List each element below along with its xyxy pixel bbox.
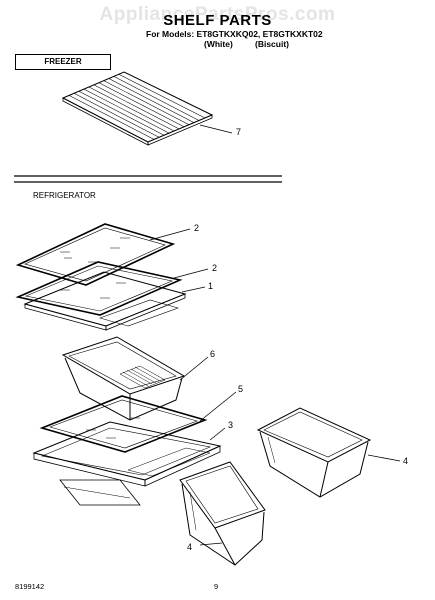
callout-4-right: 4 <box>403 456 409 466</box>
callout-7: 7 <box>236 127 242 137</box>
crisper-drawer-right <box>256 407 372 498</box>
callout-5: 5 <box>238 384 244 394</box>
leader-5 <box>199 391 237 422</box>
model-numbers: For Models: ET8GTKXKQ02, ET8GTKXKT02 <box>146 29 323 39</box>
leader-3 <box>209 427 226 441</box>
leader-2-middle <box>173 268 209 279</box>
glass-shelf-middle <box>15 261 183 316</box>
callout-3: 3 <box>228 420 234 430</box>
callout-6: 6 <box>210 349 216 359</box>
leader-6 <box>179 356 209 381</box>
crisper-drawer-front <box>179 461 266 566</box>
leader-4-right <box>367 454 401 462</box>
callout-2-top: 2 <box>194 223 200 233</box>
freezer-section-box: FREEZER <box>15 54 111 70</box>
callout-2-middle: 2 <box>212 263 218 273</box>
freezer-wire-shelf <box>61 71 214 146</box>
crisper-cover-frame <box>32 421 222 506</box>
leader-1 <box>181 286 206 293</box>
leader-4-front <box>199 542 223 546</box>
refrigerator-section-label: REFRIGERATOR <box>33 191 96 200</box>
variant-biscuit: (Biscuit) <box>255 39 289 49</box>
callout-1: 1 <box>208 281 214 291</box>
shelf-frame <box>23 271 187 331</box>
page-number: 9 <box>214 582 219 591</box>
leader-lines <box>149 124 401 546</box>
section-divider <box>14 175 282 183</box>
callout-4-front: 4 <box>187 542 193 552</box>
leader-2-top <box>149 228 191 241</box>
freezer-section-label: FREEZER <box>44 57 82 66</box>
document-number: 8199142 <box>15 582 45 591</box>
watermark: AppliancePartsPros.com <box>99 4 336 25</box>
meat-pan-drawer <box>61 336 186 421</box>
crisper-cover-glass <box>39 395 208 453</box>
page-title: SHELF PARTS <box>163 12 272 29</box>
leader-7 <box>199 124 233 134</box>
variant-white: (White) <box>204 39 233 49</box>
